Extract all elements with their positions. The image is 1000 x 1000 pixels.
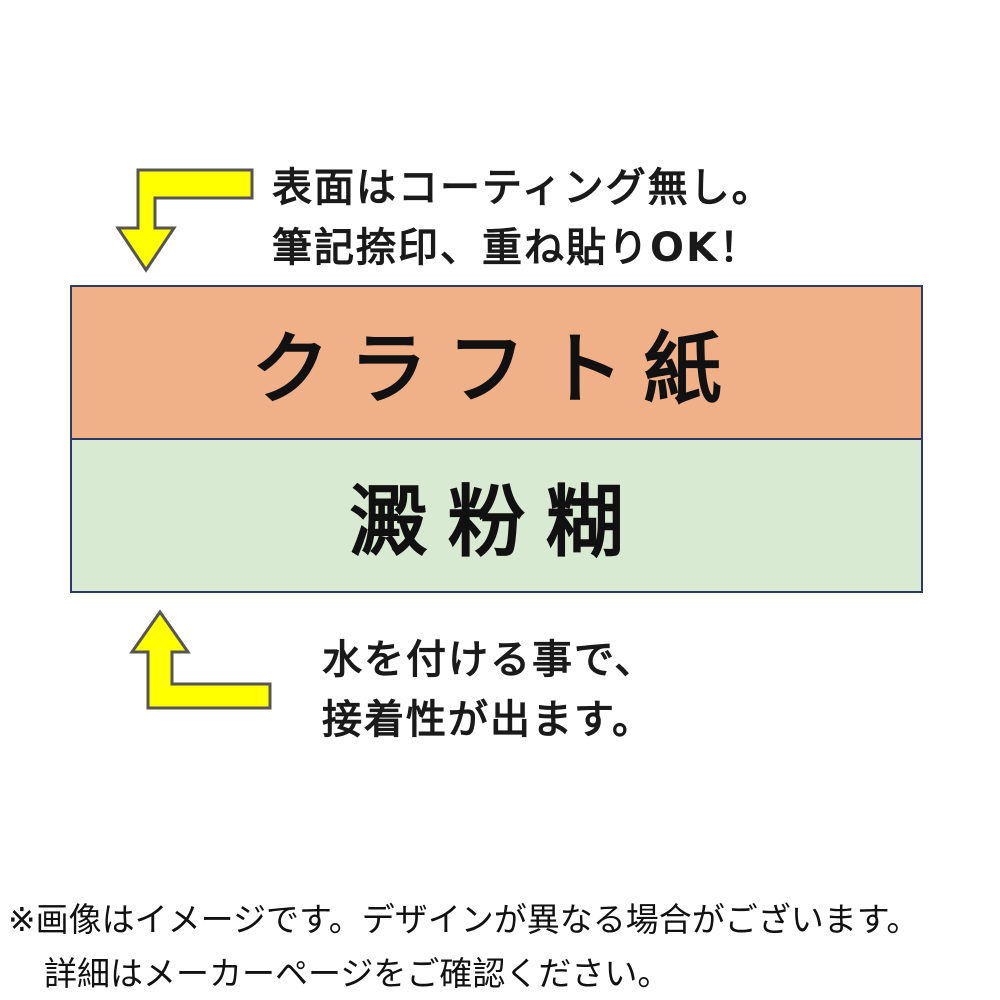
layer-diagram: クラフト紙 澱粉糊 <box>70 285 923 593</box>
top-note: 表面はコーティング無し。 筆記捺印、重ね貼りOK！ <box>272 158 774 278</box>
kraft-paper-label: クラフト紙 <box>251 324 742 415</box>
footnote: ※画像はイメージです。デザインが異なる場合がございます。 詳細はメーカーページを… <box>8 893 919 1000</box>
bottom-note-line-1: 水を付ける事で、 <box>322 637 657 683</box>
bottom-note-line-2: 接着性が出ます。 <box>322 697 654 743</box>
kraft-paper-layer: クラフト紙 <box>72 287 921 440</box>
footnote-line-1: ※画像はイメージです。デザインが異なる場合がございます。 <box>8 900 920 939</box>
starch-glue-layer: 澱粉糊 <box>72 440 921 591</box>
bottom-note: 水を付ける事で、 接着性が出ます。 <box>322 630 656 750</box>
starch-glue-label: 澱粉糊 <box>349 477 644 568</box>
top-note-line-2: 筆記捺印、重ね貼りOK！ <box>272 225 761 271</box>
footnote-line-2: 詳細はメーカーページをご確認ください。 <box>44 954 671 993</box>
top-note-line-1: 表面はコーティング無し。 <box>272 165 774 211</box>
